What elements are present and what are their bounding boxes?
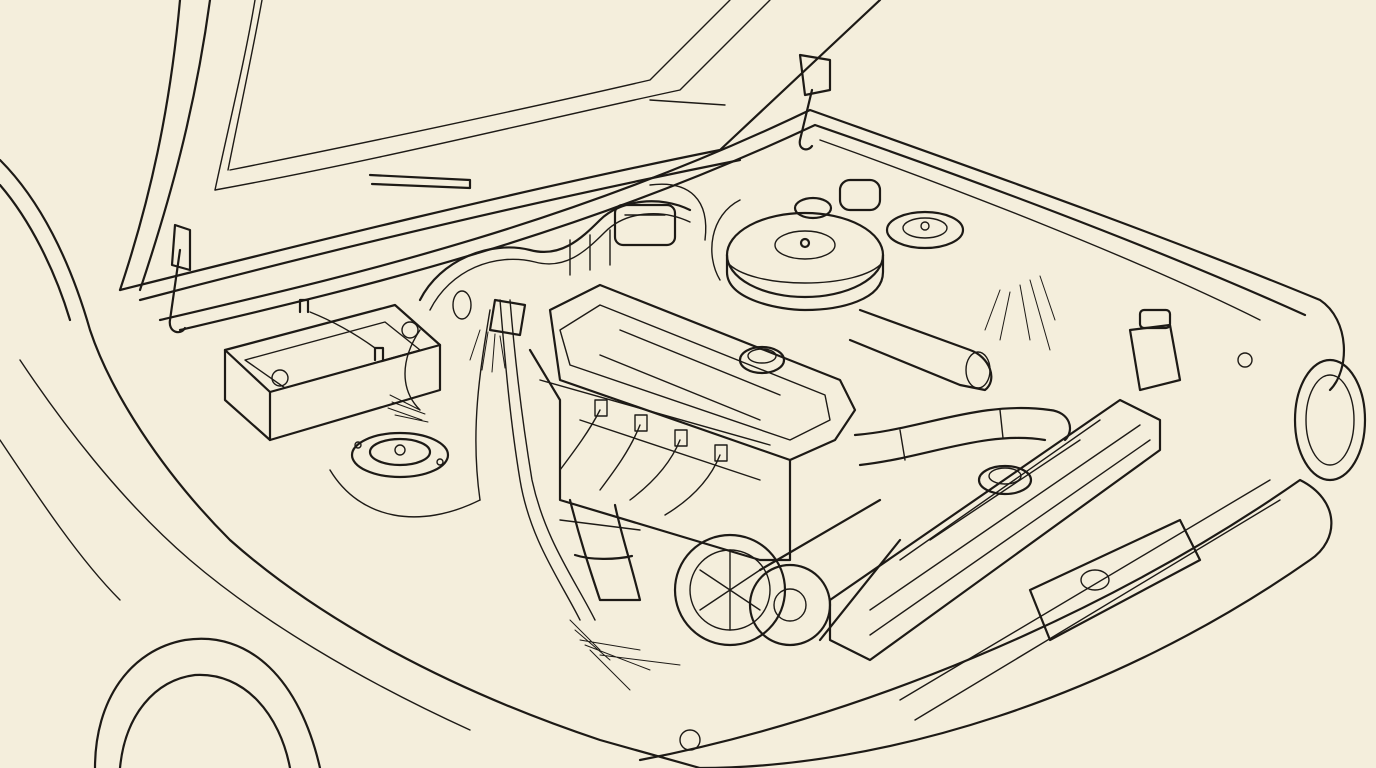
front-grille <box>899 479 1281 721</box>
oil-filler-cap <box>738 345 786 375</box>
wiring-harness <box>404 183 707 621</box>
valve-cover <box>548 283 857 462</box>
alternator <box>673 533 787 647</box>
radiator <box>828 398 1162 662</box>
open-hood <box>118 0 882 302</box>
frayed-wires <box>387 275 1056 691</box>
engine-block <box>528 348 792 562</box>
hood-prop-rod <box>168 53 832 334</box>
car-battery <box>223 298 442 442</box>
spark-plug-wires <box>559 399 728 516</box>
brake-fluid-reservoir <box>1128 308 1182 392</box>
front-wheel <box>93 637 322 768</box>
engine-bay-rim <box>158 108 1346 392</box>
exhaust-manifold <box>559 498 642 602</box>
shock-tower-right <box>838 178 965 250</box>
shock-tower-left <box>329 431 481 518</box>
intake-pipe <box>848 308 993 392</box>
misc-bolts <box>679 352 1253 751</box>
car-body-left-fender <box>0 158 702 768</box>
radiator-cap <box>977 464 1033 496</box>
ignition-coil <box>613 203 677 247</box>
radiator-hose <box>853 406 1072 467</box>
front-bumper <box>638 478 1333 768</box>
air-cleaner <box>711 196 885 312</box>
headlight <box>1293 358 1367 482</box>
fan-belt <box>748 498 902 647</box>
